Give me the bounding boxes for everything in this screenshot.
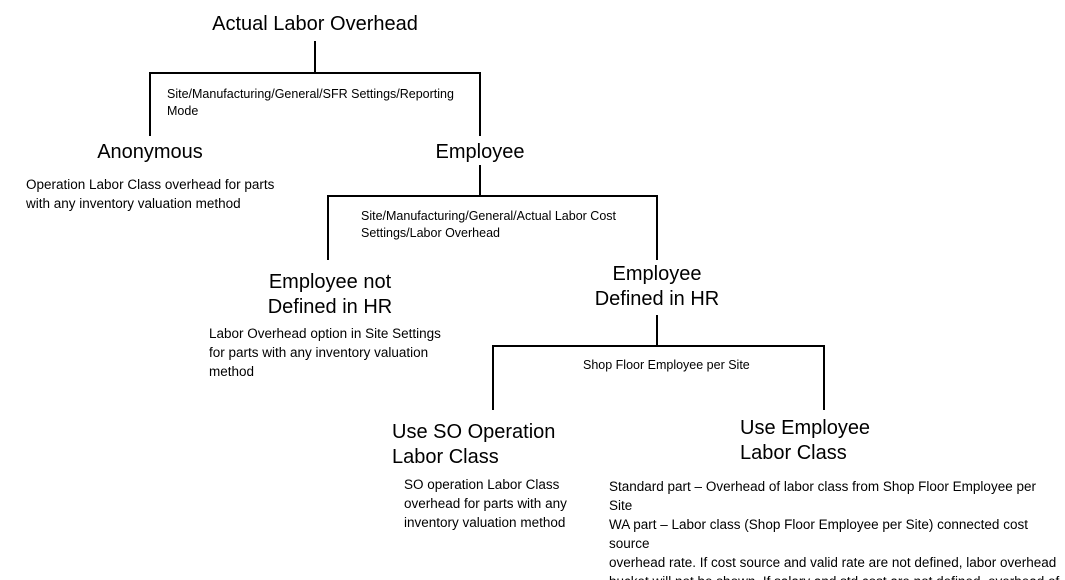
connector-level3-left-drop [492,345,494,410]
connector-level1-left-drop [149,72,151,136]
connector-level2-spine [327,195,658,197]
node-desc-anonymous: Operation Labor Class overhead for parts… [26,177,275,211]
node-desc-use-so-operation-labor-class: SO operation Labor Class overhead for pa… [404,477,567,530]
connector-employee-defined-stem [656,315,658,346]
node-title-employee-not-defined-in-hr: Employee not Defined in HR [267,271,393,318]
node-title-root: Actual Labor Overhead [212,13,418,35]
connector-root-stem [314,41,316,73]
node-title-anonymous: Anonymous [97,141,203,163]
connector-level3-spine [492,345,824,347]
branch-label-3: Shop Floor Employee per Site [583,358,750,372]
branch-label-2: Site/Manufacturing/General/Actual Labor … [361,209,616,240]
node-title-employee-defined-in-hr: Employee Defined in HR [594,263,720,310]
branch-label-1: Site/Manufacturing/General/SFR Settings/… [167,87,454,118]
node-title-use-so-operation-labor-class: Use SO Operation Labor Class [392,421,556,468]
node-title-use-employee-labor-class: Use Employee Labor Class [740,417,871,464]
connector-level2-right-drop [656,195,658,260]
connector-level1-spine [149,72,481,74]
connector-level2-left-drop [327,195,329,260]
node-title-employee: Employee [435,141,525,163]
node-desc-employee-not-defined-in-hr: Labor Overhead option in Site Settings f… [209,326,441,379]
node-desc-use-employee-labor-class: Standard part – Overhead of labor class … [609,479,1059,580]
connector-level1-right-drop [479,72,481,136]
connector-level3-right-drop [823,345,825,410]
connector-employee-stem [479,165,481,196]
